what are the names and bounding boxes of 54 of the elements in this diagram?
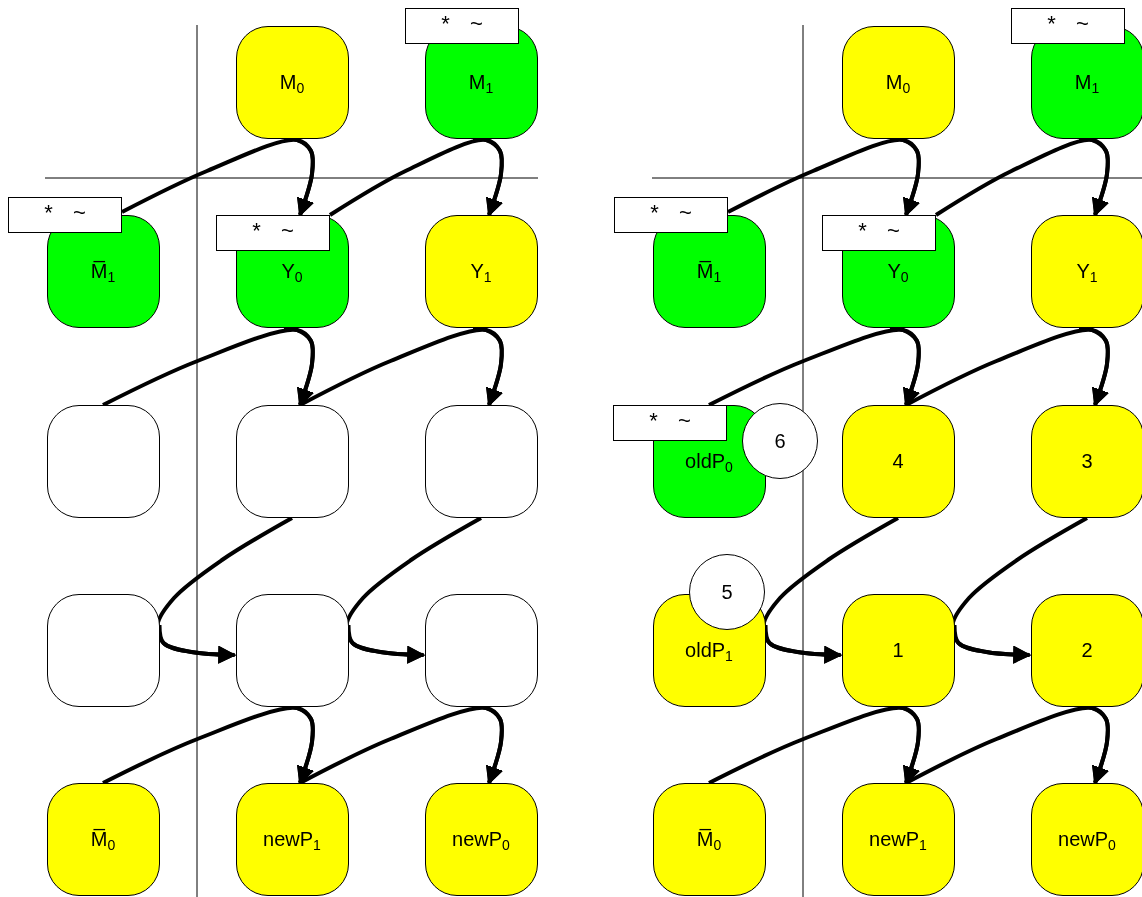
rounded-node <box>841 594 955 707</box>
tag-label: * ~ <box>216 215 330 251</box>
node-label: 4 <box>892 450 904 473</box>
tag-label: * ~ <box>405 8 519 44</box>
empty-node <box>424 405 538 518</box>
empty-node <box>235 594 349 707</box>
empty-node <box>46 405 160 518</box>
node-label: M̅$_{0}$ <box>696 828 722 851</box>
node-label: M̅$_{1}$ <box>90 260 116 283</box>
curved-arrow <box>934 137 1110 217</box>
tag-label: * ~ <box>614 197 728 233</box>
tag-label: * ~ <box>822 215 936 251</box>
rounded-node <box>1030 783 1142 896</box>
node-label: newP$_{0}$ <box>452 828 510 851</box>
rounded-node <box>424 215 538 328</box>
node-label: Y$_{1}$ <box>470 260 492 283</box>
tag-label: * ~ <box>613 405 727 441</box>
tag-label: * ~ <box>8 197 122 233</box>
node-label: Y$_{0}$ <box>281 260 303 283</box>
rounded-node <box>652 783 766 896</box>
node-label: newP$_{1}$ <box>869 828 927 851</box>
node-label: Y$_{1}$ <box>1076 260 1098 283</box>
node-label: 2 <box>1081 639 1093 662</box>
curved-arrow <box>102 327 315 407</box>
empty-node <box>424 594 538 707</box>
node-label: Y$_{0}$ <box>887 260 909 283</box>
node-label: M̅$_{1}$ <box>696 260 722 283</box>
node-label: M$_{0}$ <box>885 71 911 94</box>
rounded-node <box>235 26 349 139</box>
rounded-node <box>841 783 955 896</box>
node-label: newP$_{1}$ <box>263 828 321 851</box>
rounded-node <box>46 783 160 896</box>
empty-node <box>235 405 349 518</box>
node-label: oldP$_{1}$ <box>685 639 733 662</box>
node-label: 3 <box>1081 450 1093 473</box>
rounded-node <box>841 26 955 139</box>
rounded-node <box>235 783 349 896</box>
node-label: M$_{1}$ <box>1074 71 1100 94</box>
step-number: 6 <box>774 429 786 453</box>
node-label: M$_{1}$ <box>468 71 494 94</box>
rounded-node <box>1030 594 1142 707</box>
step-number: 5 <box>721 580 733 604</box>
rounded-node <box>1030 215 1142 328</box>
rounded-node <box>1030 405 1142 518</box>
empty-node <box>46 594 160 707</box>
rounded-node <box>841 405 955 518</box>
node-label: 1 <box>892 639 904 662</box>
node-label: M̅$_{0}$ <box>90 828 116 851</box>
rounded-node <box>424 783 538 896</box>
node-label: M$_{0}$ <box>279 71 305 94</box>
tag-label: * ~ <box>1011 8 1125 44</box>
curved-arrow <box>708 327 921 407</box>
node-label: oldP$_{0}$ <box>685 450 733 473</box>
node-label: newP$_{0}$ <box>1058 828 1116 851</box>
